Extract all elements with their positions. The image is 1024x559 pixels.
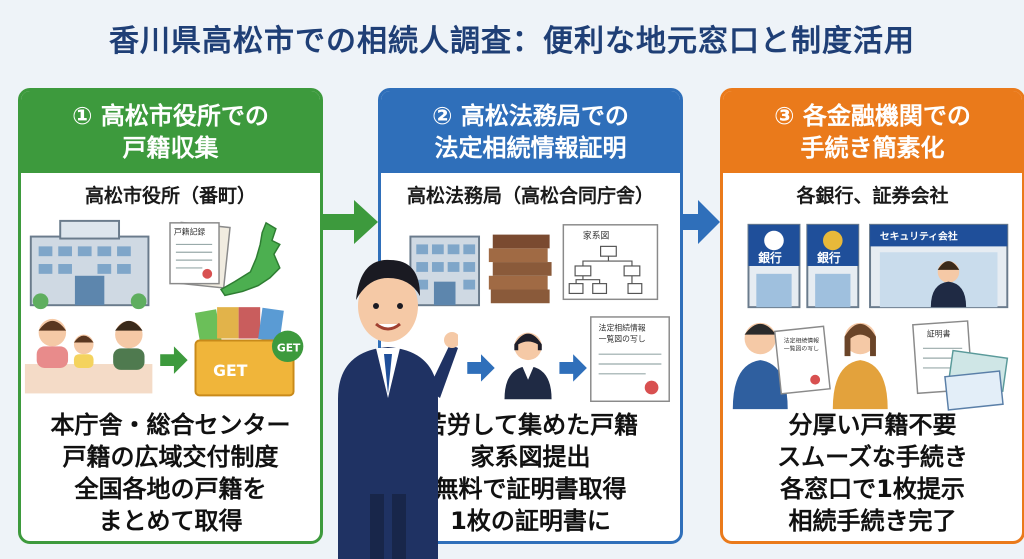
get-badge: GET <box>277 341 301 354</box>
stacked-registers-icon <box>488 234 552 304</box>
panel-2-heading-line-2: 法定相続情報証明 <box>434 134 627 162</box>
panel-2-description: 苦労して集めた戸籍 家系図提出 無料で証明書取得 1枚の証明書に <box>381 409 680 537</box>
panel-3-location: 各銀行、証券会社 <box>796 185 949 207</box>
family-register-document-icon: 戸籍記録 <box>169 221 231 289</box>
panel-step-1: ① 高松市役所での 戸籍収集 高松市役所（番町） 戸籍記録 <box>18 88 323 544</box>
arrow-right-icon <box>160 346 188 374</box>
japan-map-icon <box>219 221 281 297</box>
inheritance-certificate-icon: 法定相続情報 一覧図の写し <box>590 316 670 403</box>
legal-affairs-building-icon <box>409 235 481 307</box>
customer-certificate-label-2: 一覧図の写し <box>784 344 819 352</box>
clerk-staff-icon <box>504 332 552 400</box>
panel-1-heading-line-2: 戸籍収集 <box>122 134 219 162</box>
folder-get-label: GET <box>213 361 248 380</box>
bank-building-icon: 銀行 <box>747 223 801 309</box>
collected-registers-folder-icon: GET GET <box>194 307 304 397</box>
bank-building-icon: 銀行 <box>806 223 860 309</box>
panel-step-2: ② 高松法務局での 法定相続情報証明 高松法務局（高松合同庁舎） 家系図 <box>378 88 683 544</box>
financial-institutions-illustration: 銀行 銀行 セキュリティ会社 法定相続情報 一覧図の写し <box>732 223 1009 411</box>
panel-2-point-4: 1枚の証明書に <box>450 507 611 535</box>
panel-1-point-3: 全国各地の戸籍を <box>74 475 267 503</box>
arrow-right-icon <box>559 354 587 382</box>
customer-certificate-label-1: 法定相続情報 <box>784 336 819 344</box>
flow-arrow-2-icon <box>680 200 720 244</box>
family-tree-icon: 家系図 <box>562 224 659 301</box>
panel-3-description: 分厚い戸籍不要 スムーズな手続き 各窓口で1枚提示 相続手続き完了 <box>723 409 1022 537</box>
legal-affairs-bureau-illustration: 家系図 法定相続情報 一覧図の写し <box>409 224 670 403</box>
city-hall-illustration: 戸籍記録 GET GET <box>24 219 304 397</box>
panel-2-point-3: 無料で証明書取得 <box>434 475 627 503</box>
panel-1-header: ① 高松市役所での 戸籍収集 <box>21 91 320 173</box>
family-tree-label: 家系図 <box>583 230 610 242</box>
city-hall-building-icon <box>29 219 150 310</box>
arrow-right-icon <box>467 354 495 382</box>
bank-1-sign: 銀行 <box>758 251 782 265</box>
panel-1-description: 本庁舎・総合センター 戸籍の広域交付制度 全国各地の戸籍を まとめて取得 <box>21 409 320 537</box>
securities-company-icon: セキュリティ会社 <box>869 223 1009 309</box>
panel-1-point-1: 本庁舎・総合センター <box>50 411 291 439</box>
certificate-label-1: 法定相続情報 <box>599 323 646 333</box>
certificate-label-2: 一覧図の写し <box>599 333 646 343</box>
panel-2-header: ② 高松法務局での 法定相続情報証明 <box>381 91 680 173</box>
panel-3-point-3: 各窓口で1枚提示 <box>780 475 965 503</box>
document-label: 証明書 <box>927 329 951 339</box>
panel-2-point-2: 家系図提出 <box>470 443 591 471</box>
flow-arrow-1-icon <box>322 200 378 244</box>
family-with-child-icon <box>24 318 153 394</box>
panel-3-header: ③ 各金融機関での 手続き簡素化 <box>723 91 1022 173</box>
panel-2-heading-line-1: ② 高松法務局での <box>432 102 629 130</box>
panel-2-point-1: 苦労して集めた戸籍 <box>422 411 639 439</box>
panel-3-heading-line-1: ③ 各金融機関での <box>774 102 971 130</box>
bank-2-sign: 銀行 <box>817 251 841 265</box>
panel-1-location: 高松市役所（番町） <box>84 185 256 207</box>
panel-step-3: ③ 各金融機関での 手続き簡素化 各銀行、証券会社 銀行 銀行 セキュリティ会社 <box>720 88 1024 544</box>
panel-1-heading-line-1: ① 高松市役所での <box>72 102 269 130</box>
panel-2-location: 高松法務局（高松合同庁舎） <box>406 185 654 207</box>
panel-3-point-4: 相続手続き完了 <box>788 507 957 535</box>
presenter-businessman-icon <box>338 259 458 559</box>
bank-staff-icon <box>832 322 888 410</box>
panel-3-heading-line-2: 手続き簡素化 <box>800 134 945 162</box>
page-title: 香川県高松市での相続人調査：便利な地元窓口と制度活用 <box>109 24 915 59</box>
customer-with-certificate-icon: 法定相続情報 一覧図の写し <box>732 322 831 410</box>
panel-1-point-4: まとめて取得 <box>98 507 243 535</box>
securities-sign: セキュリティ会社 <box>880 230 958 243</box>
panel-3-point-2: スムーズな手続き <box>777 443 968 471</box>
document-label: 戸籍記録 <box>174 227 205 237</box>
panel-1-point-2: 戸籍の広域交付制度 <box>62 443 279 471</box>
panel-3-point-1: 分厚い戸籍不要 <box>788 411 957 439</box>
documents-and-passbook-icon: 証明書 <box>912 320 1009 411</box>
